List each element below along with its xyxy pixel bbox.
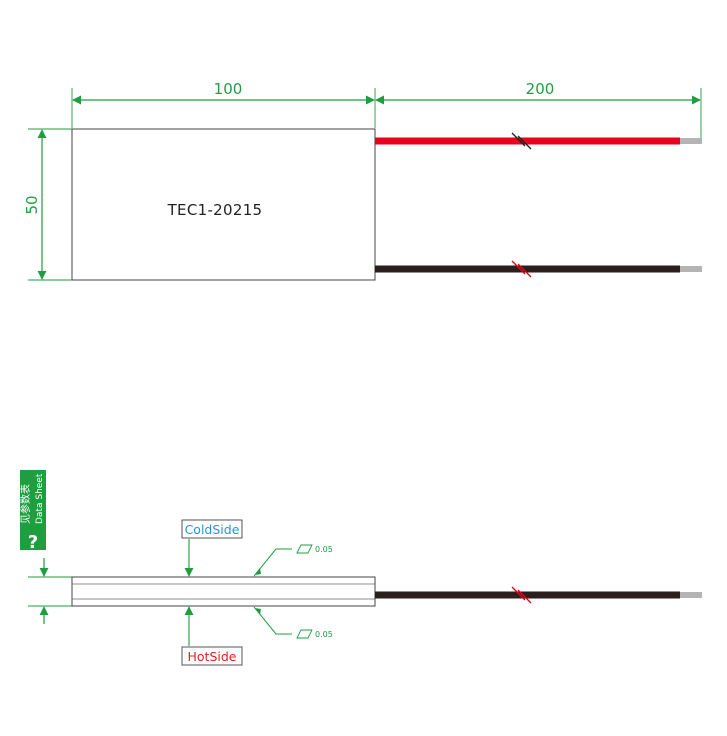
width-dimension-label: 100	[214, 80, 243, 98]
module-body	[71, 128, 376, 281]
lead-dimension-label: 200	[526, 80, 555, 98]
flatness-bottom-value: 0.05	[315, 630, 333, 639]
side-view: ColdSide HotSide 0.05 0.05	[28, 519, 702, 666]
datasheet-cn-label: 见参数表	[19, 484, 32, 524]
break-mark-icon	[511, 132, 532, 150]
flatness-top-value: 0.05	[315, 545, 333, 554]
top-view: 100 200 50 TEC1-20215	[23, 80, 702, 281]
hot-side-label-box	[181, 646, 243, 666]
flatness-leader-top-arrow	[255, 568, 261, 575]
parallelogram-icon	[296, 629, 313, 639]
flatness-leader-bottom	[253, 606, 292, 635]
question-icon: ?	[28, 532, 38, 553]
flatness-leader-bottom-arrow	[255, 608, 261, 615]
datasheet-badge: ? 见参数表 Data Sheet	[19, 470, 46, 553]
height-dimension-label: 50	[23, 195, 41, 214]
flatness-leader-top	[253, 548, 292, 577]
parallelogram-icon	[296, 544, 313, 554]
cold-side-label: ColdSide	[185, 522, 240, 537]
datasheet-en-label: Data Sheet	[35, 473, 45, 524]
break-mark-icon	[511, 260, 532, 278]
hot-side-label: HotSide	[188, 649, 237, 664]
break-mark-icon	[511, 586, 532, 604]
datasheet-badge-bg	[20, 470, 46, 550]
module-side-body	[71, 576, 376, 607]
model-label: TEC1-20215	[167, 201, 263, 219]
cold-side-label-box	[181, 519, 243, 539]
